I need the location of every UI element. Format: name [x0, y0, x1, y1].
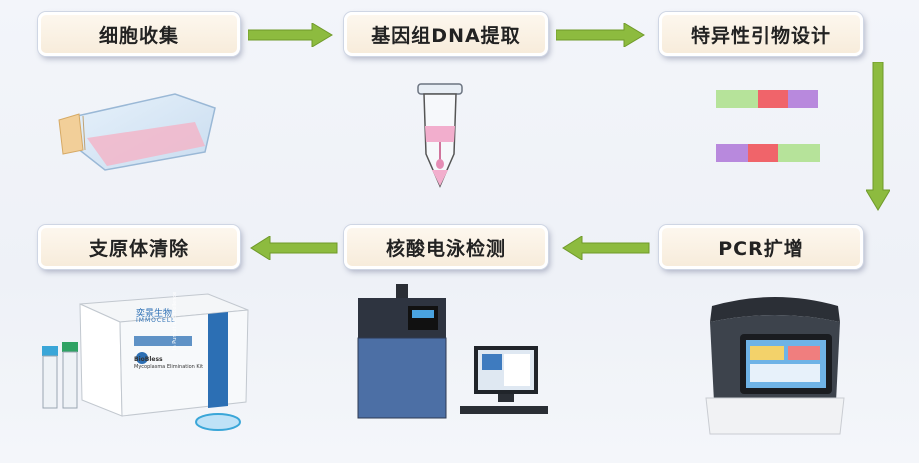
step-label: 特异性引物设计 [690, 24, 831, 47]
step-pcr: PCR扩增 [659, 225, 863, 269]
thermal-cycler-icon [705, 297, 845, 435]
step-label: 支原体清除 [88, 237, 189, 260]
step-label: 基因组DNA提取 [371, 24, 521, 47]
culture-flask-icon [58, 93, 216, 171]
step-label: PCR扩增 [718, 237, 804, 260]
step-label: 核酸电泳检测 [385, 237, 506, 260]
step-primer-design: 特异性引物设计 [659, 12, 863, 56]
step-dna-extraction: 基因组DNA提取 [344, 12, 548, 56]
kit-brand-en: IMMOCELL [136, 317, 176, 324]
kit-side-text: In Pursuit of Excellence [172, 291, 178, 350]
primer-bars-icon [716, 90, 820, 162]
step-electrophoresis: 核酸电泳检测 [344, 225, 548, 269]
step-label: 细胞收集 [98, 24, 179, 47]
arrow-right-icon [248, 23, 333, 47]
gel-imager-icon [357, 284, 548, 419]
kit-box-icon [42, 293, 249, 431]
arrow-left-icon [562, 236, 650, 260]
kit-product-name: BioBless [134, 356, 163, 363]
kit-brand-cn: 奕景生物 [136, 309, 173, 319]
step-mycoplasma-removal: 支原体清除 [38, 225, 240, 269]
arrow-left-icon [250, 236, 338, 260]
kit-product-desc: Mycoplasma Elimination Kit [134, 364, 204, 370]
centrifuge-tube-icon [417, 83, 463, 188]
arrow-right-icon [556, 23, 645, 47]
arrow-down-icon [866, 62, 890, 211]
step-cell-collection: 细胞收集 [38, 12, 240, 56]
